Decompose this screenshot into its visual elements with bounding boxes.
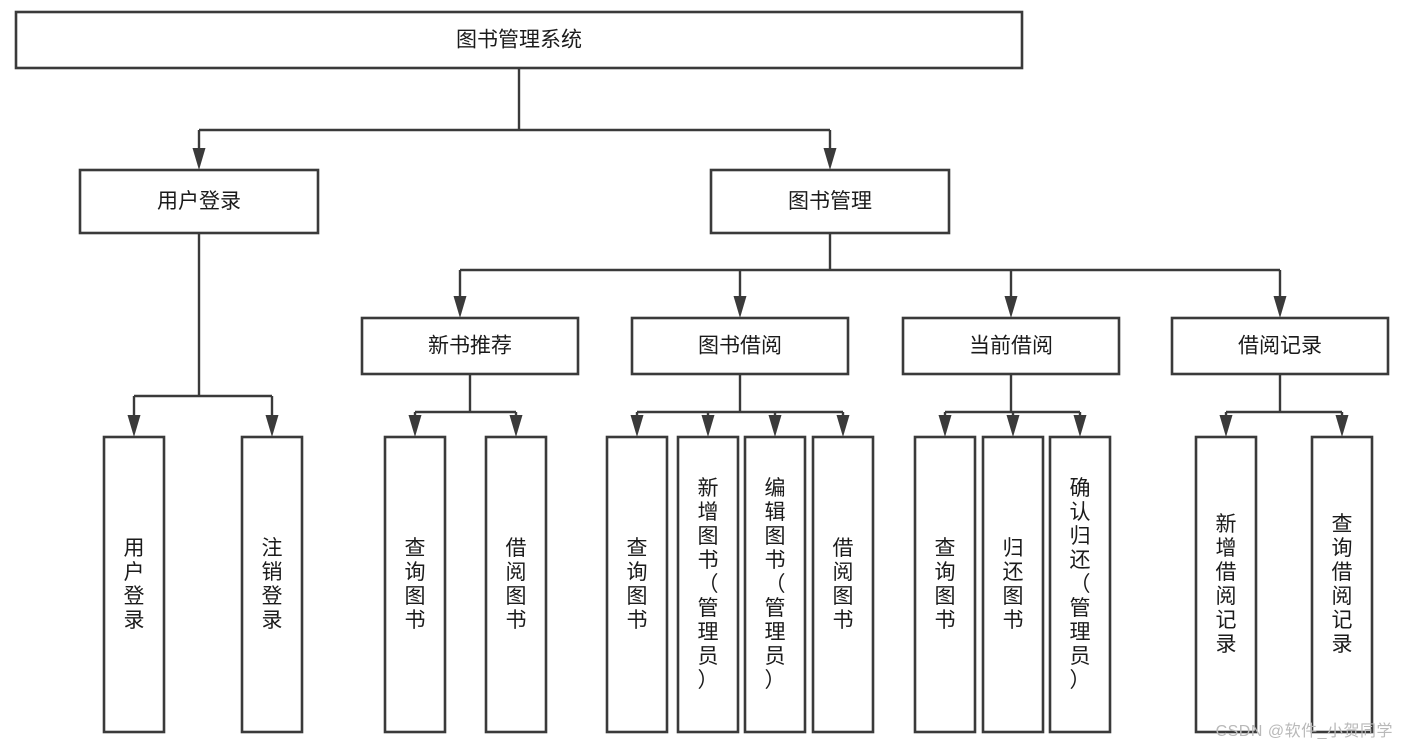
node-leaf-query-book-borrow[interactable]: 查询图书 xyxy=(605,435,669,734)
node-label-leaf-add-borrow-record: 新增借阅记录 xyxy=(1216,513,1237,656)
connector-layer xyxy=(127,68,1349,437)
node-leaf-add-borrow-record[interactable]: 新增借阅记录 xyxy=(1194,435,1258,734)
node-label-leaf-user-login: 用户登录 xyxy=(124,537,145,632)
connector-book-manage-to-level3 xyxy=(453,233,1287,318)
connector-current-to-leaves xyxy=(938,374,1087,437)
node-box-leaf-query-book-borrow[interactable] xyxy=(605,435,669,734)
node-label-leaf-borrow-book: 借阅图书 xyxy=(833,537,854,632)
node-leaf-logout-login[interactable]: 注销登录 xyxy=(240,435,304,734)
node-box-leaf-add-borrow-record[interactable] xyxy=(1194,435,1258,734)
node-box-leaf-edit-book-admin[interactable] xyxy=(743,435,807,734)
node-label-root: 图书管理系统 xyxy=(456,29,582,52)
node-layer: 图书管理系统用户登录图书管理新书推荐图书借阅当前借阅借阅记录用户登录注销登录查询… xyxy=(14,10,1390,734)
node-label-leaf-query-book-recommend: 查询图书 xyxy=(405,537,426,632)
node-box-leaf-user-login[interactable] xyxy=(102,435,166,734)
node-leaf-return-book[interactable]: 归还图书 xyxy=(981,435,1045,734)
node-label-leaf-query-book-current: 查询图书 xyxy=(935,537,956,632)
node-user-login[interactable]: 用户登录 xyxy=(78,168,320,235)
node-current-borrow[interactable]: 当前借阅 xyxy=(901,316,1121,376)
node-leaf-user-login[interactable]: 用户登录 xyxy=(102,435,166,734)
node-box-leaf-borrow-book[interactable] xyxy=(811,435,875,734)
node-box-new-book-recommend[interactable] xyxy=(360,316,580,376)
node-label-book-manage: 图书管理 xyxy=(788,190,872,213)
node-leaf-borrow-book[interactable]: 借阅图书 xyxy=(811,435,875,734)
node-label-leaf-borrow-book-recommend: 借阅图书 xyxy=(506,537,527,632)
node-label-leaf-edit-book-admin: 编辑图书（管理员） xyxy=(765,477,786,692)
csdn-watermark: CSDN @软件_小贺同学 xyxy=(1215,723,1393,740)
node-box-leaf-borrow-book-recommend[interactable] xyxy=(484,435,548,734)
node-leaf-add-book-admin[interactable]: 新增图书（管理员） xyxy=(676,435,740,734)
node-leaf-query-book-recommend[interactable]: 查询图书 xyxy=(383,435,447,734)
node-label-leaf-query-book-borrow: 查询图书 xyxy=(627,537,648,632)
node-label-leaf-logout-login: 注销登录 xyxy=(262,537,283,632)
node-label-leaf-query-borrow-record: 查询借阅记录 xyxy=(1332,513,1353,656)
node-leaf-confirm-return-admin[interactable]: 确认归还（管理员） xyxy=(1048,435,1112,734)
node-leaf-borrow-book-recommend[interactable]: 借阅图书 xyxy=(484,435,548,734)
node-leaf-edit-book-admin[interactable]: 编辑图书（管理员） xyxy=(743,435,807,734)
node-label-current-borrow: 当前借阅 xyxy=(969,335,1053,358)
node-box-leaf-query-book-current[interactable] xyxy=(913,435,977,734)
connector-root-to-level2 xyxy=(192,68,837,170)
node-label-leaf-confirm-return-admin: 确认归还（管理员） xyxy=(1070,477,1091,692)
node-box-book-manage[interactable] xyxy=(709,168,951,235)
node-leaf-query-book-current[interactable]: 查询图书 xyxy=(913,435,977,734)
connector-recommend-to-leaves xyxy=(408,374,523,437)
node-box-leaf-query-book-recommend[interactable] xyxy=(383,435,447,734)
node-box-root[interactable] xyxy=(14,10,1024,70)
node-book-manage[interactable]: 图书管理 xyxy=(709,168,951,235)
node-label-leaf-return-book: 归还图书 xyxy=(1003,537,1024,632)
node-root[interactable]: 图书管理系统 xyxy=(14,10,1024,70)
node-label-leaf-add-book-admin: 新增图书（管理员） xyxy=(698,477,719,692)
node-box-leaf-return-book[interactable] xyxy=(981,435,1045,734)
node-box-leaf-query-borrow-record[interactable] xyxy=(1310,435,1374,734)
node-label-borrow-record: 借阅记录 xyxy=(1238,335,1322,358)
connector-borrow-to-leaves xyxy=(630,374,850,437)
node-box-leaf-logout-login[interactable] xyxy=(240,435,304,734)
connector-user-login-to-leaves xyxy=(127,233,279,437)
node-label-new-book-recommend: 新书推荐 xyxy=(428,335,512,358)
node-box-current-borrow[interactable] xyxy=(901,316,1121,376)
node-box-borrow-record[interactable] xyxy=(1170,316,1390,376)
node-box-leaf-confirm-return-admin[interactable] xyxy=(1048,435,1112,734)
node-book-borrow[interactable]: 图书借阅 xyxy=(630,316,850,376)
node-box-leaf-add-book-admin[interactable] xyxy=(676,435,740,734)
node-leaf-query-borrow-record[interactable]: 查询借阅记录 xyxy=(1310,435,1374,734)
node-new-book-recommend[interactable]: 新书推荐 xyxy=(360,316,580,376)
node-borrow-record[interactable]: 借阅记录 xyxy=(1170,316,1390,376)
node-box-book-borrow[interactable] xyxy=(630,316,850,376)
node-label-user-login: 用户登录 xyxy=(157,190,241,213)
node-label-book-borrow: 图书借阅 xyxy=(698,335,782,358)
node-box-user-login[interactable] xyxy=(78,168,320,235)
connector-record-to-leaves xyxy=(1219,374,1349,437)
